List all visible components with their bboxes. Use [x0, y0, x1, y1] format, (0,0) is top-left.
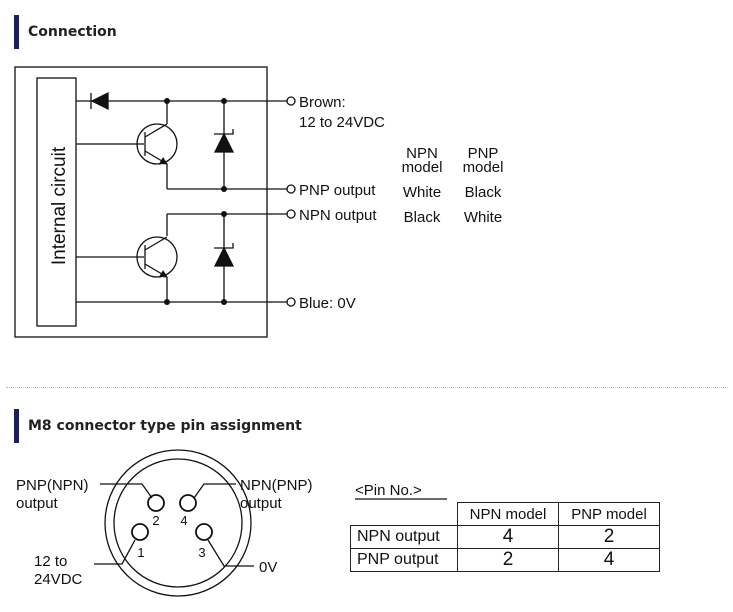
- m8-connector: [94, 449, 254, 597]
- section-accent-bar: [14, 409, 19, 443]
- pin3-number: 3: [198, 545, 205, 560]
- lower-zener-icon: [213, 246, 235, 267]
- table-row-label: PNP output: [350, 548, 458, 572]
- pin4-label-line1: NPN(PNP): [240, 477, 313, 494]
- connection-section-title: Connection: [28, 24, 117, 40]
- pin4-number: 4: [180, 513, 187, 528]
- pin4-label-line2: output: [240, 495, 283, 512]
- blue-terminal: [286, 297, 296, 307]
- npn-row-pnp-color: White: [464, 209, 502, 226]
- pin2-label-line2: output: [16, 495, 59, 512]
- blue-label: Blue: 0V: [299, 295, 356, 312]
- npn-transistor-icon: [136, 236, 178, 278]
- pnp-transistor-icon: [136, 123, 178, 165]
- table-cell: 4: [558, 548, 660, 572]
- input-diode-icon: [90, 91, 109, 111]
- brown-voltage-label: 12 to 24VDC: [299, 114, 385, 131]
- pin-3: [195, 523, 213, 541]
- pin2-label-line1: PNP(NPN): [16, 477, 89, 494]
- pin2-number: 2: [152, 513, 159, 528]
- connection-section-header: Connection: [14, 15, 117, 49]
- upper-zener-icon: [213, 132, 235, 153]
- col-npn-header-line2: model: [402, 159, 443, 176]
- internal-circuit-box: [36, 77, 77, 327]
- connection-circuit: [14, 66, 296, 338]
- section-divider: [6, 387, 728, 388]
- pin-section-header: M8 connector type pin assignment: [14, 409, 302, 443]
- pnp-terminal: [286, 184, 296, 194]
- table-header-row: NPN model PNP model: [350, 502, 660, 526]
- table-row: NPN output 4 2: [350, 525, 660, 549]
- pnp-output-label: PNP output: [299, 182, 376, 199]
- col-pnp-header-line1: PNP: [468, 145, 499, 162]
- npn-terminal: [286, 209, 296, 219]
- table-cell: 2: [457, 548, 559, 572]
- pin-assignment-table: NPN model PNP model NPN output 4 2 PNP o…: [350, 502, 660, 572]
- pin-2: [147, 494, 165, 512]
- table-header-npn: NPN model: [457, 502, 559, 526]
- pin-table-caption: <Pin No.>: [355, 482, 422, 499]
- section-accent-bar: [14, 15, 19, 49]
- pin1-label-line2: 24VDC: [34, 571, 83, 588]
- table-row-label: NPN output: [350, 525, 458, 549]
- table-header-pnp: PNP model: [558, 502, 660, 526]
- brown-label: Brown:: [299, 94, 346, 111]
- brown-terminal: [286, 96, 296, 106]
- sensor-housing-box: [14, 66, 268, 338]
- pin3-label: 0V: [259, 559, 277, 576]
- pin1-number: 1: [137, 545, 144, 560]
- pin3-leader: [207, 539, 254, 567]
- connector-outer-ring: [104, 449, 252, 597]
- pnp-row-pnp-color: Black: [465, 184, 502, 201]
- table-row: PNP output 2 4: [350, 548, 660, 572]
- pin2-leader: [100, 483, 153, 499]
- pin4-leader: [193, 483, 236, 499]
- pin-4: [179, 494, 197, 512]
- connector-inner-ring: [113, 458, 243, 588]
- junction-dots: [164, 98, 227, 305]
- internal-circuit-label: Internal circuit: [49, 146, 70, 265]
- col-npn-header-line1: NPN: [406, 145, 438, 162]
- col-pnp-header-line2: model: [463, 159, 504, 176]
- pin1-label-line1: 12 to: [34, 553, 67, 570]
- table-corner-cell: [350, 502, 458, 526]
- table-cell: 4: [457, 525, 559, 549]
- pin-1: [131, 523, 149, 541]
- npn-row-npn-color: Black: [404, 209, 441, 226]
- lower-zener-bar: [214, 243, 234, 249]
- pin1-leader: [94, 539, 136, 565]
- pnp-row-npn-color: White: [403, 184, 441, 201]
- npn-output-label: NPN output: [299, 207, 377, 224]
- pin-section-title: M8 connector type pin assignment: [28, 418, 302, 434]
- upper-zener-bar: [214, 129, 234, 135]
- table-cell: 2: [558, 525, 660, 549]
